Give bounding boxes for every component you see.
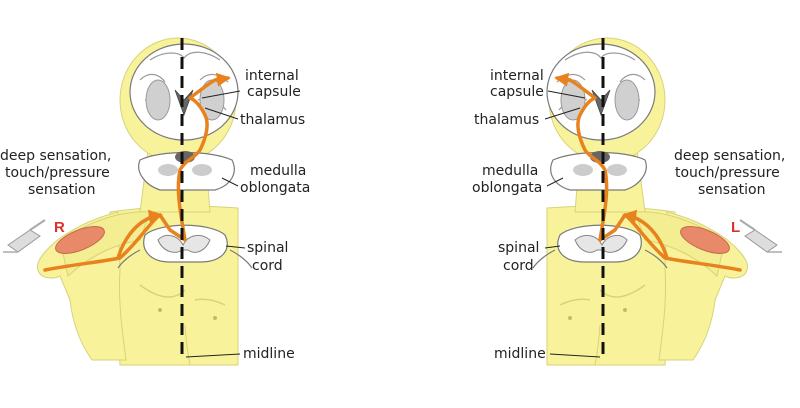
right-deep-label-1: deep sensation, bbox=[674, 148, 785, 164]
right-spinal-label-1: spinal bbox=[498, 240, 539, 256]
right-labels: internal capsule thalamus deep sensation… bbox=[472, 68, 785, 362]
left-side-marker: R bbox=[54, 219, 65, 236]
left-internal-capsule-label-2: capsule bbox=[247, 84, 301, 100]
left-internal-capsule-label-1: internal bbox=[245, 68, 299, 84]
right-figure: L internal capsule thalamus deep sensati… bbox=[472, 38, 785, 365]
left-figure: R internal capsule thalamus deep sensati… bbox=[0, 38, 310, 365]
right-medulla-label-1: medulla bbox=[482, 163, 538, 179]
left-spinal-label-2: cord bbox=[252, 258, 283, 274]
left-deep-label-3: sensation bbox=[28, 182, 95, 198]
left-medulla-label-1: medulla bbox=[250, 163, 306, 179]
right-spinal-label-2: cord bbox=[503, 258, 534, 274]
right-deep-label-2: touch/pressure bbox=[675, 165, 780, 181]
right-medulla-label-2: oblongata bbox=[472, 180, 542, 196]
left-midline-label: midline bbox=[243, 346, 295, 362]
right-deep-label-3: sensation bbox=[698, 182, 765, 198]
left-deep-label-2: touch/pressure bbox=[5, 165, 110, 181]
right-side-marker: L bbox=[731, 219, 740, 236]
left-deep-label-1: deep sensation, bbox=[0, 148, 111, 164]
right-internal-capsule-label-1: internal bbox=[490, 68, 544, 84]
left-labels: internal capsule thalamus deep sensation… bbox=[0, 68, 310, 362]
right-thalamus-label: thalamus bbox=[474, 112, 539, 128]
left-thalamus-label: thalamus bbox=[240, 112, 305, 128]
right-midline-label: midline bbox=[494, 346, 546, 362]
right-internal-capsule-label-2: capsule bbox=[490, 84, 544, 100]
left-medulla-label-2: oblongata bbox=[240, 180, 310, 196]
left-spinal-label-1: spinal bbox=[247, 240, 288, 256]
